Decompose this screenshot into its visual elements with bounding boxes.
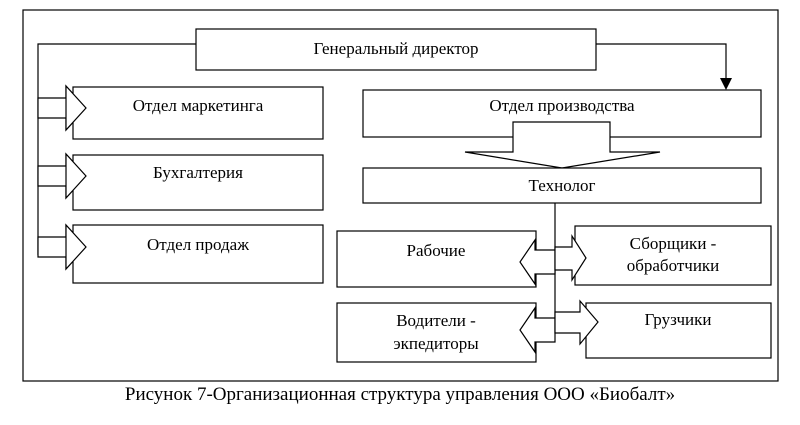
marketing-box xyxy=(72,86,324,140)
assemblers-block-arrow xyxy=(554,233,587,283)
loaders-label: Грузчики xyxy=(645,310,712,329)
loaders-box xyxy=(585,302,772,359)
drivers-label-line2: экпедиторы xyxy=(393,334,479,353)
sales-box xyxy=(72,224,324,284)
right-connector-line xyxy=(596,43,727,80)
marketing-arrow-head xyxy=(65,84,87,132)
workers-box xyxy=(336,230,537,288)
marketing-label: Отдел маркетинга xyxy=(133,96,264,115)
workers-block-arrow xyxy=(519,238,556,286)
director-label: Генеральный директор xyxy=(313,39,478,58)
diagram-frame xyxy=(22,9,779,382)
drivers-label-line1: Водители - xyxy=(396,311,476,330)
loaders-block-arrow xyxy=(554,299,599,346)
assemblers-box xyxy=(574,225,772,286)
technologist-label: Технолог xyxy=(529,176,596,195)
accounting-label: Бухгалтерия xyxy=(153,163,243,182)
drivers-block-arrow xyxy=(519,306,556,354)
assemblers-label-line1: Сборщики - xyxy=(630,234,717,253)
assemblers-label-line2: обработчики xyxy=(627,256,720,275)
production-down-block-arrow xyxy=(464,121,661,169)
director-box xyxy=(195,28,597,71)
figure-caption: Рисунок 7-Организационная структура упра… xyxy=(124,384,676,405)
technologist-box xyxy=(362,167,762,204)
accounting-box xyxy=(72,154,324,211)
workers-label: Рабочие xyxy=(407,241,466,260)
left-connector-line xyxy=(37,43,196,255)
sales-label: Отдел продаж xyxy=(147,235,249,254)
production-label: Отдел производства xyxy=(489,96,635,115)
sales-arrow-head xyxy=(65,223,87,271)
arrow-to-production-icon xyxy=(720,78,732,90)
accounting-arrow-head xyxy=(65,152,87,200)
